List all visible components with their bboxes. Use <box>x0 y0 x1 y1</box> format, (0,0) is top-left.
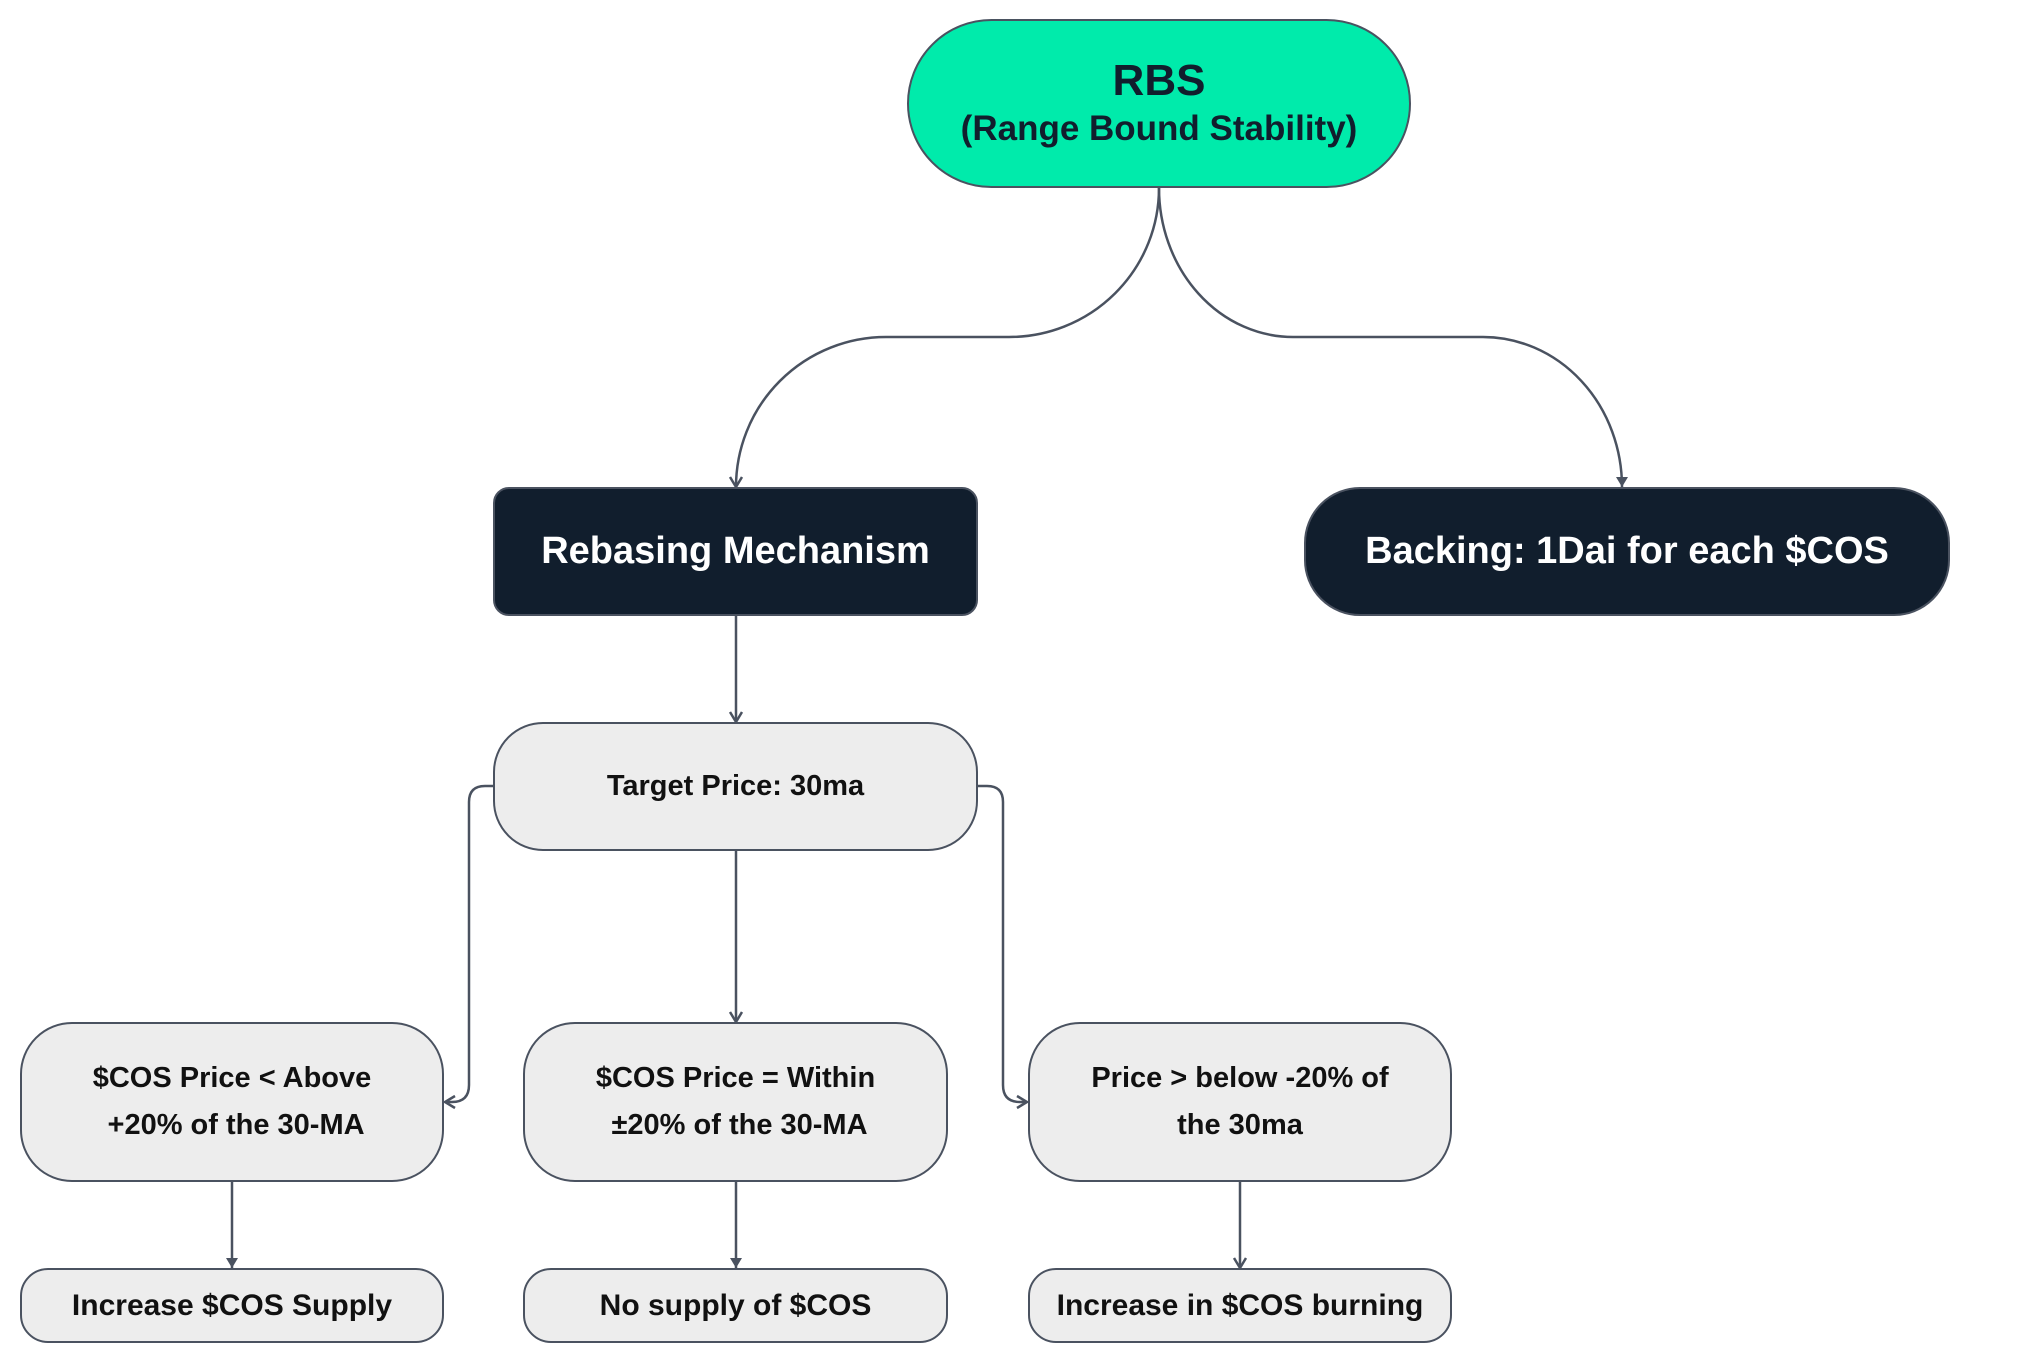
condition-within-line2: ±20% of the 30-MA <box>603 1109 868 1141</box>
node-result-increase-burning[interactable]: Increase in $COS burning <box>1028 1268 1452 1343</box>
node-condition-below[interactable]: Price > below -20% of the 30ma <box>1028 1022 1452 1182</box>
edge-root-to-rebasing <box>734 187 1161 488</box>
arrowhead-open-icon <box>1016 1094 1030 1110</box>
result-increase-supply-label: Increase $COS Supply <box>71 1288 393 1322</box>
rbs-subtitle: (Range Bound Stability) <box>960 108 1358 148</box>
edge-target-to-cond-left <box>445 784 493 1104</box>
arrowhead-filled-icon <box>1616 477 1628 487</box>
condition-above-line1: $COS Price < Above <box>92 1062 372 1094</box>
rbs-title: RBS <box>1112 55 1206 105</box>
node-result-increase-supply[interactable]: Increase $COS Supply <box>20 1268 444 1343</box>
rebasing-label: Rebasing Mechanism <box>541 530 930 572</box>
arrowhead-filled-icon <box>226 1258 238 1268</box>
condition-above-line2: +20% of the 30-MA <box>99 1109 365 1141</box>
arrowhead-filled-icon <box>730 1258 742 1268</box>
edge-target-to-cond-right <box>978 784 1027 1104</box>
node-rbs-root[interactable]: RBS (Range Bound Stability) <box>907 19 1411 188</box>
node-target-price[interactable]: Target Price: 30ma <box>493 722 978 851</box>
condition-below-line2: the 30ma <box>1177 1109 1303 1141</box>
result-no-supply-label: No supply of $COS <box>599 1288 872 1322</box>
node-condition-within[interactable]: $COS Price = Within ±20% of the 30-MA <box>523 1022 948 1182</box>
node-condition-above[interactable]: $COS Price < Above +20% of the 30-MA <box>20 1022 444 1182</box>
node-rebasing-mechanism[interactable]: Rebasing Mechanism <box>493 487 978 616</box>
condition-below-line1: Price > below -20% of <box>1091 1062 1389 1094</box>
edge-root-to-backing <box>1157 187 1624 488</box>
backing-label: Backing: 1Dai for each $COS <box>1365 530 1889 572</box>
result-increase-burning-label: Increase in $COS burning <box>1056 1288 1424 1322</box>
target-label: Target Price: 30ma <box>606 770 865 802</box>
node-backing[interactable]: Backing: 1Dai for each $COS <box>1304 487 1950 616</box>
condition-within-line1: $COS Price = Within <box>595 1062 876 1094</box>
arrowhead-open-icon <box>442 1094 456 1110</box>
node-result-no-supply[interactable]: No supply of $COS <box>523 1268 948 1343</box>
